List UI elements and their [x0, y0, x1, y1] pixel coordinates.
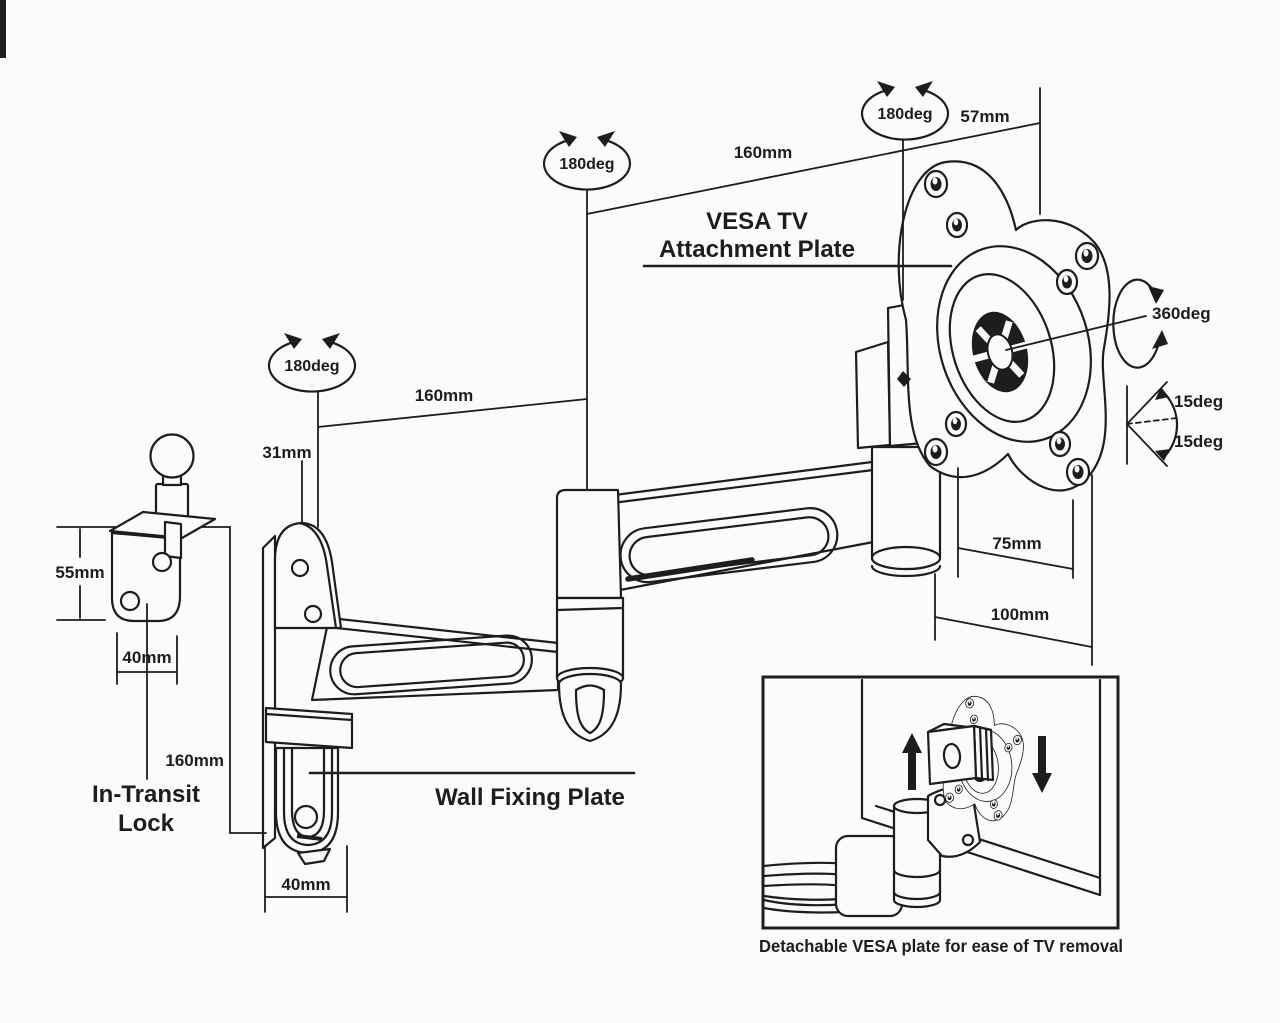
inset-panel: Detachable VESA plate for ease of TV rem… [759, 675, 1123, 956]
dim-160mm-upper-arm: 160mm [734, 143, 793, 162]
dim-15deg-down: 15deg [1174, 432, 1223, 451]
vesa-tv-attachment-plate-part [897, 161, 1115, 490]
spin-360-symbol: 360deg [1005, 278, 1211, 369]
dim-57mm: 57mm [960, 107, 1009, 126]
dim-100mm: 100mm [991, 605, 1050, 624]
up-arrow-icon [902, 733, 922, 790]
dim-180deg-wall: 180deg [284, 358, 339, 375]
inset-caption: Detachable VESA plate for ease of TV rem… [759, 936, 1123, 956]
dim-180deg-vesa: 180deg [877, 106, 932, 123]
inset-clamp-block [926, 722, 995, 786]
lower-arm [310, 616, 560, 702]
swivel-180-mid-symbol: 180deg [542, 131, 632, 191]
dim-180deg-mid: 180deg [559, 156, 614, 173]
in-transit-lock-label-line1: In-Transit [92, 781, 200, 808]
bracket-slot [897, 371, 911, 387]
cable-slot [625, 557, 755, 582]
dim-15deg-up: 15deg [1174, 392, 1223, 411]
swivel-180-vesa-symbol: 180deg [860, 81, 950, 141]
down-arrow-icon [1032, 736, 1052, 793]
in-transit-lock-part [108, 433, 217, 623]
tilt-15-symbol: 15deg 15deg [1126, 381, 1223, 467]
dim-31mm: 31mm [262, 443, 311, 462]
vesa-plate-label-line2: Attachment Plate [659, 236, 855, 263]
wall-fixing-plate-label: Wall Fixing Plate [435, 784, 625, 811]
in-transit-lock-label-line2: Lock [118, 810, 175, 837]
elbow-joint [555, 488, 625, 743]
dim-75mm: 75mm [992, 534, 1041, 553]
wall-plate-callout: Wall Fixing Plate [308, 771, 636, 811]
in-transit-lock-callout: In-Transit Lock [92, 781, 200, 837]
inset-arm [762, 834, 904, 918]
swivel-180-wall-symbol: 180deg [267, 333, 357, 393]
mount-assembly-drawing [56, 161, 1115, 866]
dim-360deg: 360deg [1152, 304, 1211, 323]
inset-pivot [892, 786, 982, 909]
dim-40mm-lock: 40mm [122, 648, 171, 667]
dim-160mm-lower-arm: 160mm [415, 386, 474, 405]
dim-40mm-plate: 40mm [281, 875, 330, 894]
vesa-plate-label-line1: VESA TV [706, 208, 808, 235]
dim-55mm: 55mm [55, 563, 104, 582]
dimension-layer: 180deg 180deg 180deg 57mm 160mm 160mm 31… [55, 81, 1223, 913]
vesa-plate-callout: VESA TV Attachment Plate [642, 208, 953, 268]
dim-160mm-plate-height: 160mm [165, 751, 224, 770]
corner-artifact [0, 0, 6, 58]
